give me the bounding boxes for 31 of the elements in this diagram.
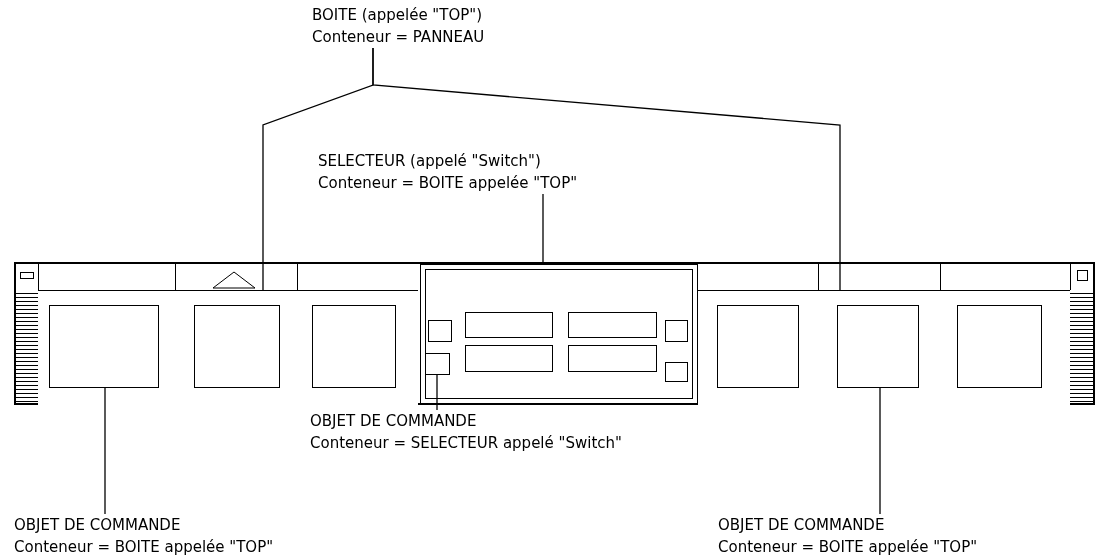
selector-panel xyxy=(420,264,698,404)
control-square xyxy=(665,362,688,382)
callout-text: Conteneur = PANNEAU xyxy=(312,27,485,48)
callout-text: Conteneur = BOITE appelée "TOP" xyxy=(718,537,978,558)
control-square xyxy=(312,305,396,388)
control-square xyxy=(568,345,657,372)
control-square xyxy=(568,312,657,338)
callout-text: OBJET DE COMMANDE xyxy=(14,515,182,536)
control-square xyxy=(465,345,553,372)
control-square xyxy=(194,305,280,388)
callout-text: Conteneur = BOITE appelée "TOP" xyxy=(318,173,578,194)
leader-line xyxy=(879,387,881,515)
callout-text: Conteneur = BOITE appelée "TOP" xyxy=(14,537,274,558)
callout-text: Conteneur = SELECTEUR appelé "Switch" xyxy=(310,433,622,454)
control-square xyxy=(49,305,159,388)
leader-line xyxy=(104,387,106,515)
control-square xyxy=(665,320,688,342)
callout-text: SELECTEUR (appelé "Switch") xyxy=(318,151,542,172)
leader-line xyxy=(372,47,841,291)
leader-line xyxy=(436,374,438,411)
leader-line xyxy=(542,193,544,265)
callout-text: BOITE (appelée "TOP") xyxy=(312,5,484,26)
window-frame xyxy=(14,262,1095,405)
control-square xyxy=(957,305,1042,388)
callout-text: OBJET DE COMMANDE xyxy=(718,515,886,536)
control-square xyxy=(425,353,450,375)
control-square xyxy=(465,312,553,338)
control-square xyxy=(837,305,919,388)
control-square xyxy=(717,305,799,388)
callout-text: OBJET DE COMMANDE xyxy=(310,411,478,432)
control-square xyxy=(428,320,452,342)
